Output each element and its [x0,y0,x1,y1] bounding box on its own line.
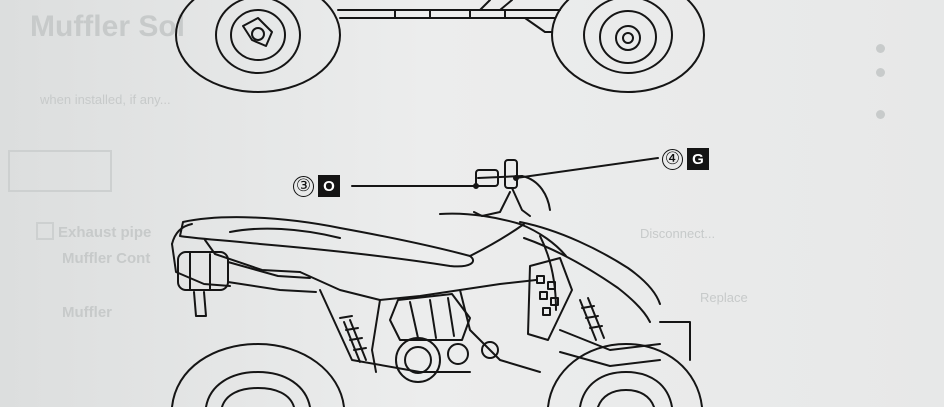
bleed-bullet [876,68,885,77]
bleed-line: Disconnect... [640,226,716,241]
callout-4: ④ G [662,147,709,171]
bleed-line: Exhaust pipe [58,224,152,241]
bleed-bullet [876,110,885,119]
bleed-line: Replace [700,290,748,305]
leader-line-4 [515,157,659,179]
bleed-line: when installed, if any... [40,92,171,107]
callout-number-3: ③ [293,175,314,197]
callout-letter-3: O [318,175,340,197]
bleed-frame [36,222,54,240]
callout-3: ③ O [293,174,340,198]
bleed-line: Muffler [62,304,112,321]
bleed-line: Muffler Cont [62,250,151,267]
atv-top-view [175,0,705,93]
bleed-heading: Muffler Sol [30,10,185,43]
bleed-bullet [876,44,885,53]
callout-number-4: ④ [662,148,683,170]
callout-letter-4: G [687,148,709,170]
bleed-frame [8,150,112,192]
atv-side-view [171,159,703,407]
